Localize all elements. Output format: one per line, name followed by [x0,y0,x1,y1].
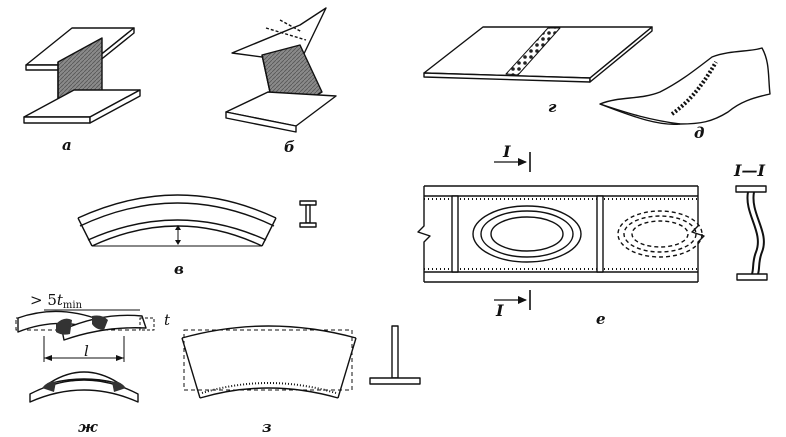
label-a: а [62,136,72,154]
t-beam-bending [181,325,421,399]
label-b: б [284,138,295,156]
label-g: г [548,98,557,116]
section-mark-bottom: I [496,301,504,320]
overlap-var: t [56,291,63,309]
label-v: в [174,260,184,278]
lap-joint-deformation [15,309,155,403]
i-beam-straight-welds [23,27,141,124]
length-var: l [84,342,89,360]
i-beam-twisted [225,7,337,133]
section-mark-top: I [503,142,511,161]
girder-web-buckling [417,152,768,310]
curved-i-beam-bending [77,194,317,247]
warped-plates-buckling [599,47,771,126]
label-z: з [262,418,272,436]
thickness-dimension: t [164,313,170,328]
thickness-var: t [164,311,171,329]
overlap-dimension: > 5tmin [30,293,82,311]
flat-plates-butt-weld [423,26,653,83]
length-dimension: l [84,344,89,359]
label-e: е [596,310,606,328]
section-title: I—I [734,161,765,180]
label-zh: ж [78,418,98,436]
label-d: д [694,124,705,142]
overlap-prefix: > 5 [30,291,57,309]
overlap-sub: min [62,300,83,311]
